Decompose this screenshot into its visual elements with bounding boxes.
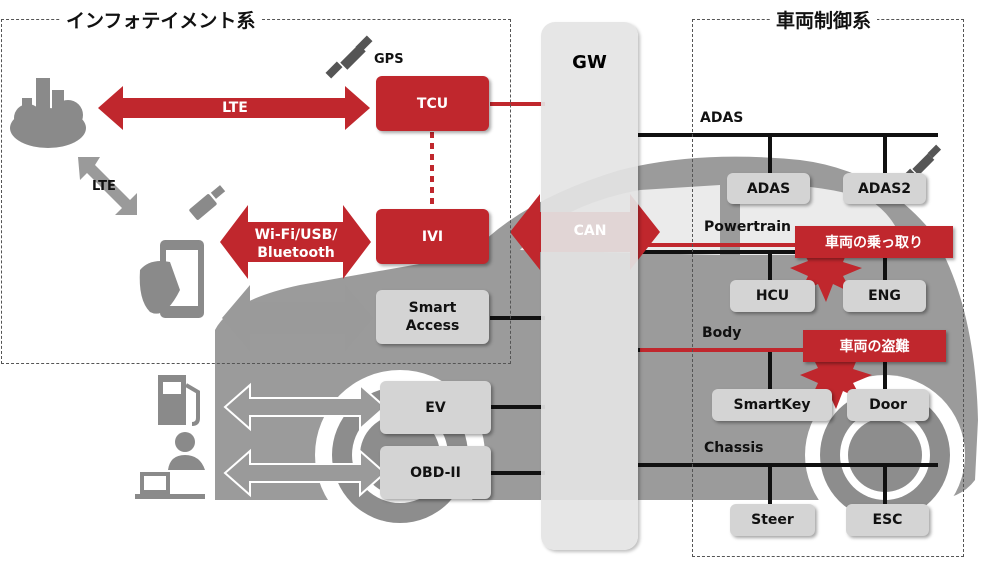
ecu-steer[interactable]: Steer — [730, 504, 815, 536]
ecu-eng[interactable]: ENG — [843, 280, 926, 312]
ecu-smartkey[interactable]: SmartKey — [712, 389, 832, 421]
smartphone-hand-icon — [139, 240, 204, 318]
lte-diagonal-label: LTE — [92, 179, 116, 194]
satellite-icon — [325, 35, 373, 79]
usb-stick-icon — [189, 185, 226, 220]
ecu-esc[interactable]: ESC — [846, 504, 929, 536]
tcu-node[interactable]: TCU — [376, 76, 489, 131]
obd-node[interactable]: OBD-II — [380, 446, 491, 499]
cloud-city-icon — [10, 78, 86, 148]
gw-column: GW — [541, 22, 638, 550]
bus-label-powertrain: Powertrain — [704, 219, 792, 235]
alert-theft: 車両の盗難 — [803, 330, 946, 362]
alert-hijack: 車両の乗っ取り — [795, 226, 953, 258]
ecu-hcu[interactable]: HCU — [730, 280, 815, 312]
smart-access-node[interactable]: Smart Access — [376, 290, 489, 344]
bus-label-chassis: Chassis — [704, 440, 764, 456]
can-label: CAN — [573, 223, 607, 239]
infotainment-title: インフォテイメント系 — [60, 6, 262, 33]
vehicle-control-title: 車両制御系 — [770, 6, 878, 33]
ecu-door[interactable]: Door — [847, 389, 929, 421]
fuel-pump-icon — [158, 375, 200, 426]
ev-node[interactable]: EV — [380, 381, 491, 434]
lte-horizontal-label: LTE — [222, 100, 248, 116]
bus-label-adas: ADAS — [700, 110, 744, 126]
ecu-adas[interactable]: ADAS — [727, 173, 810, 204]
gw-label: GW — [572, 52, 607, 73]
ivi-node[interactable]: IVI — [376, 209, 489, 264]
wifi-label: Wi-Fi/USB/ Bluetooth — [254, 227, 338, 261]
bus-label-body: Body — [702, 325, 742, 341]
person-laptop-icon — [135, 432, 205, 499]
gps-label: GPS — [374, 52, 404, 67]
ecu-adas2[interactable]: ADAS2 — [843, 173, 926, 204]
